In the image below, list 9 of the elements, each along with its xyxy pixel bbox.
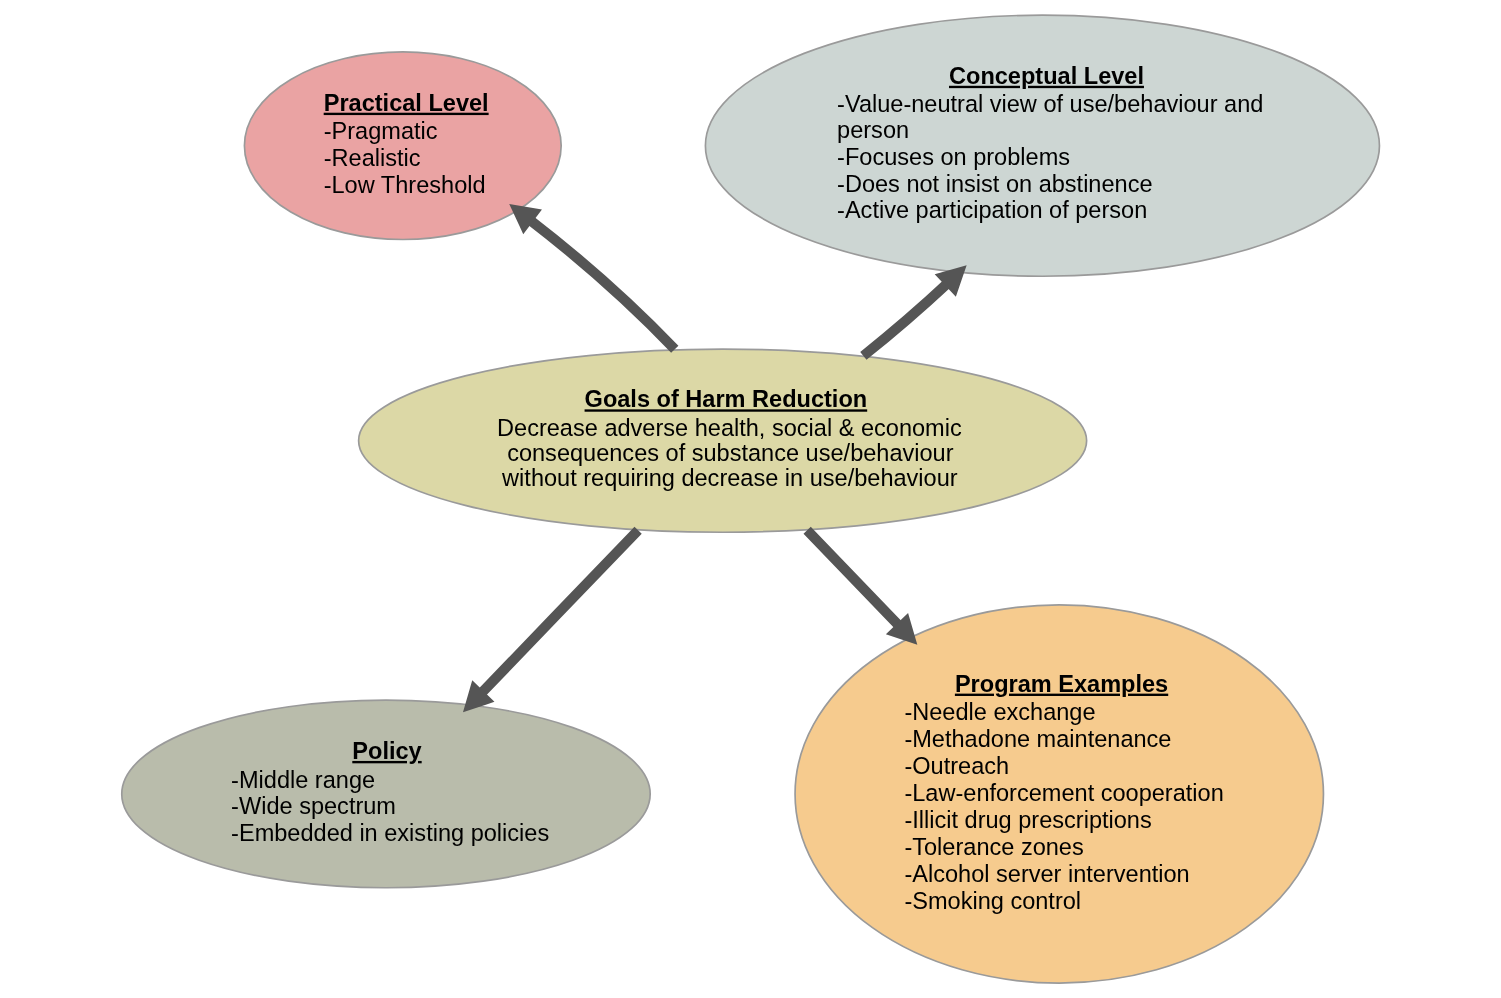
node-ellipse: Goals of Harm Reduction Decrease adverse health, social & economic consequences of substance use/behaviour without requiring decrease in use/behaviour bbox=[357, 348, 1088, 534]
arrow bbox=[463, 526, 642, 713]
arrow bbox=[509, 204, 679, 353]
node-ellipse: Policy -Middle range -Wide spectrum -Embedded in existing policies bbox=[120, 699, 651, 889]
node-ellipse: Practical Level -Pragmatic -Realistic -Low Threshold bbox=[243, 51, 562, 241]
node-ellipse: Conceptual Level -Value-neutral view of use/behaviour and person -Focuses on problems -Does not insist on abstinence -Active participation of person bbox=[704, 14, 1381, 278]
node-ellipse: Program Examples -Needle exchange -Methadone maintenance -Outreach -Law-enforcement cooperation -Illicit drug prescriptions -Tolerance zones -Alcohol server intervention -Smoking control bbox=[794, 604, 1325, 984]
arrow bbox=[860, 265, 967, 360]
arrow bbox=[803, 526, 918, 645]
